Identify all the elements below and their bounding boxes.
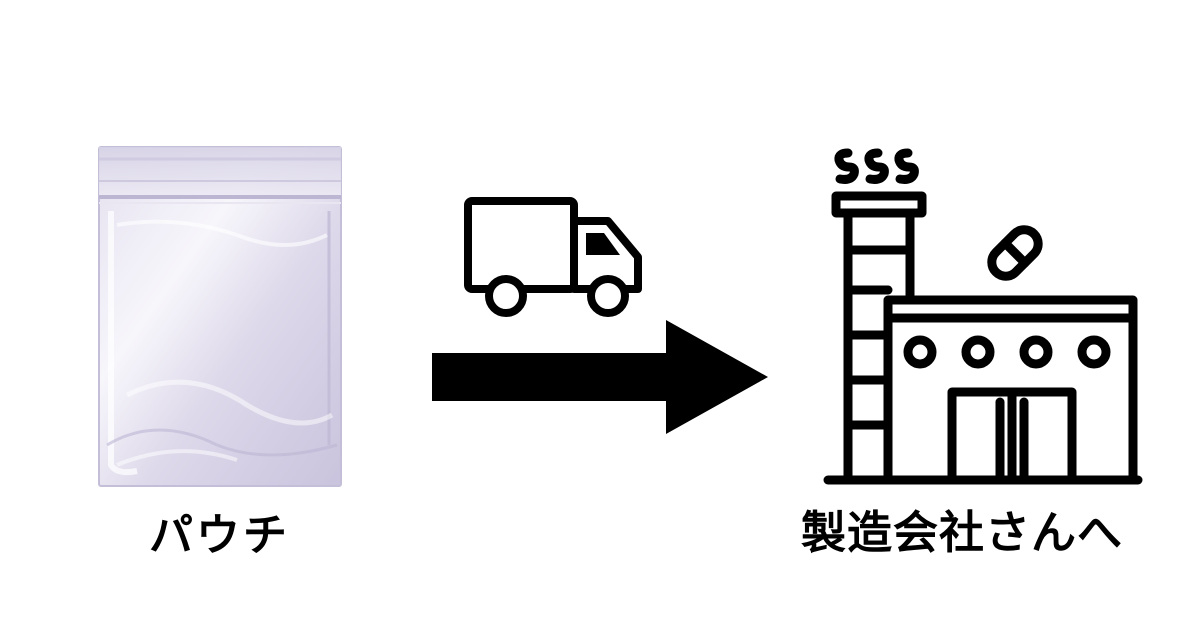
truck-icon — [464, 197, 642, 317]
pouch-icon — [98, 146, 342, 487]
destination-label: 製造会社さんへ — [801, 506, 1124, 559]
right-arrow-icon — [432, 320, 768, 434]
pouch-label: パウチ — [149, 510, 290, 561]
factory-icon — [823, 148, 1143, 485]
